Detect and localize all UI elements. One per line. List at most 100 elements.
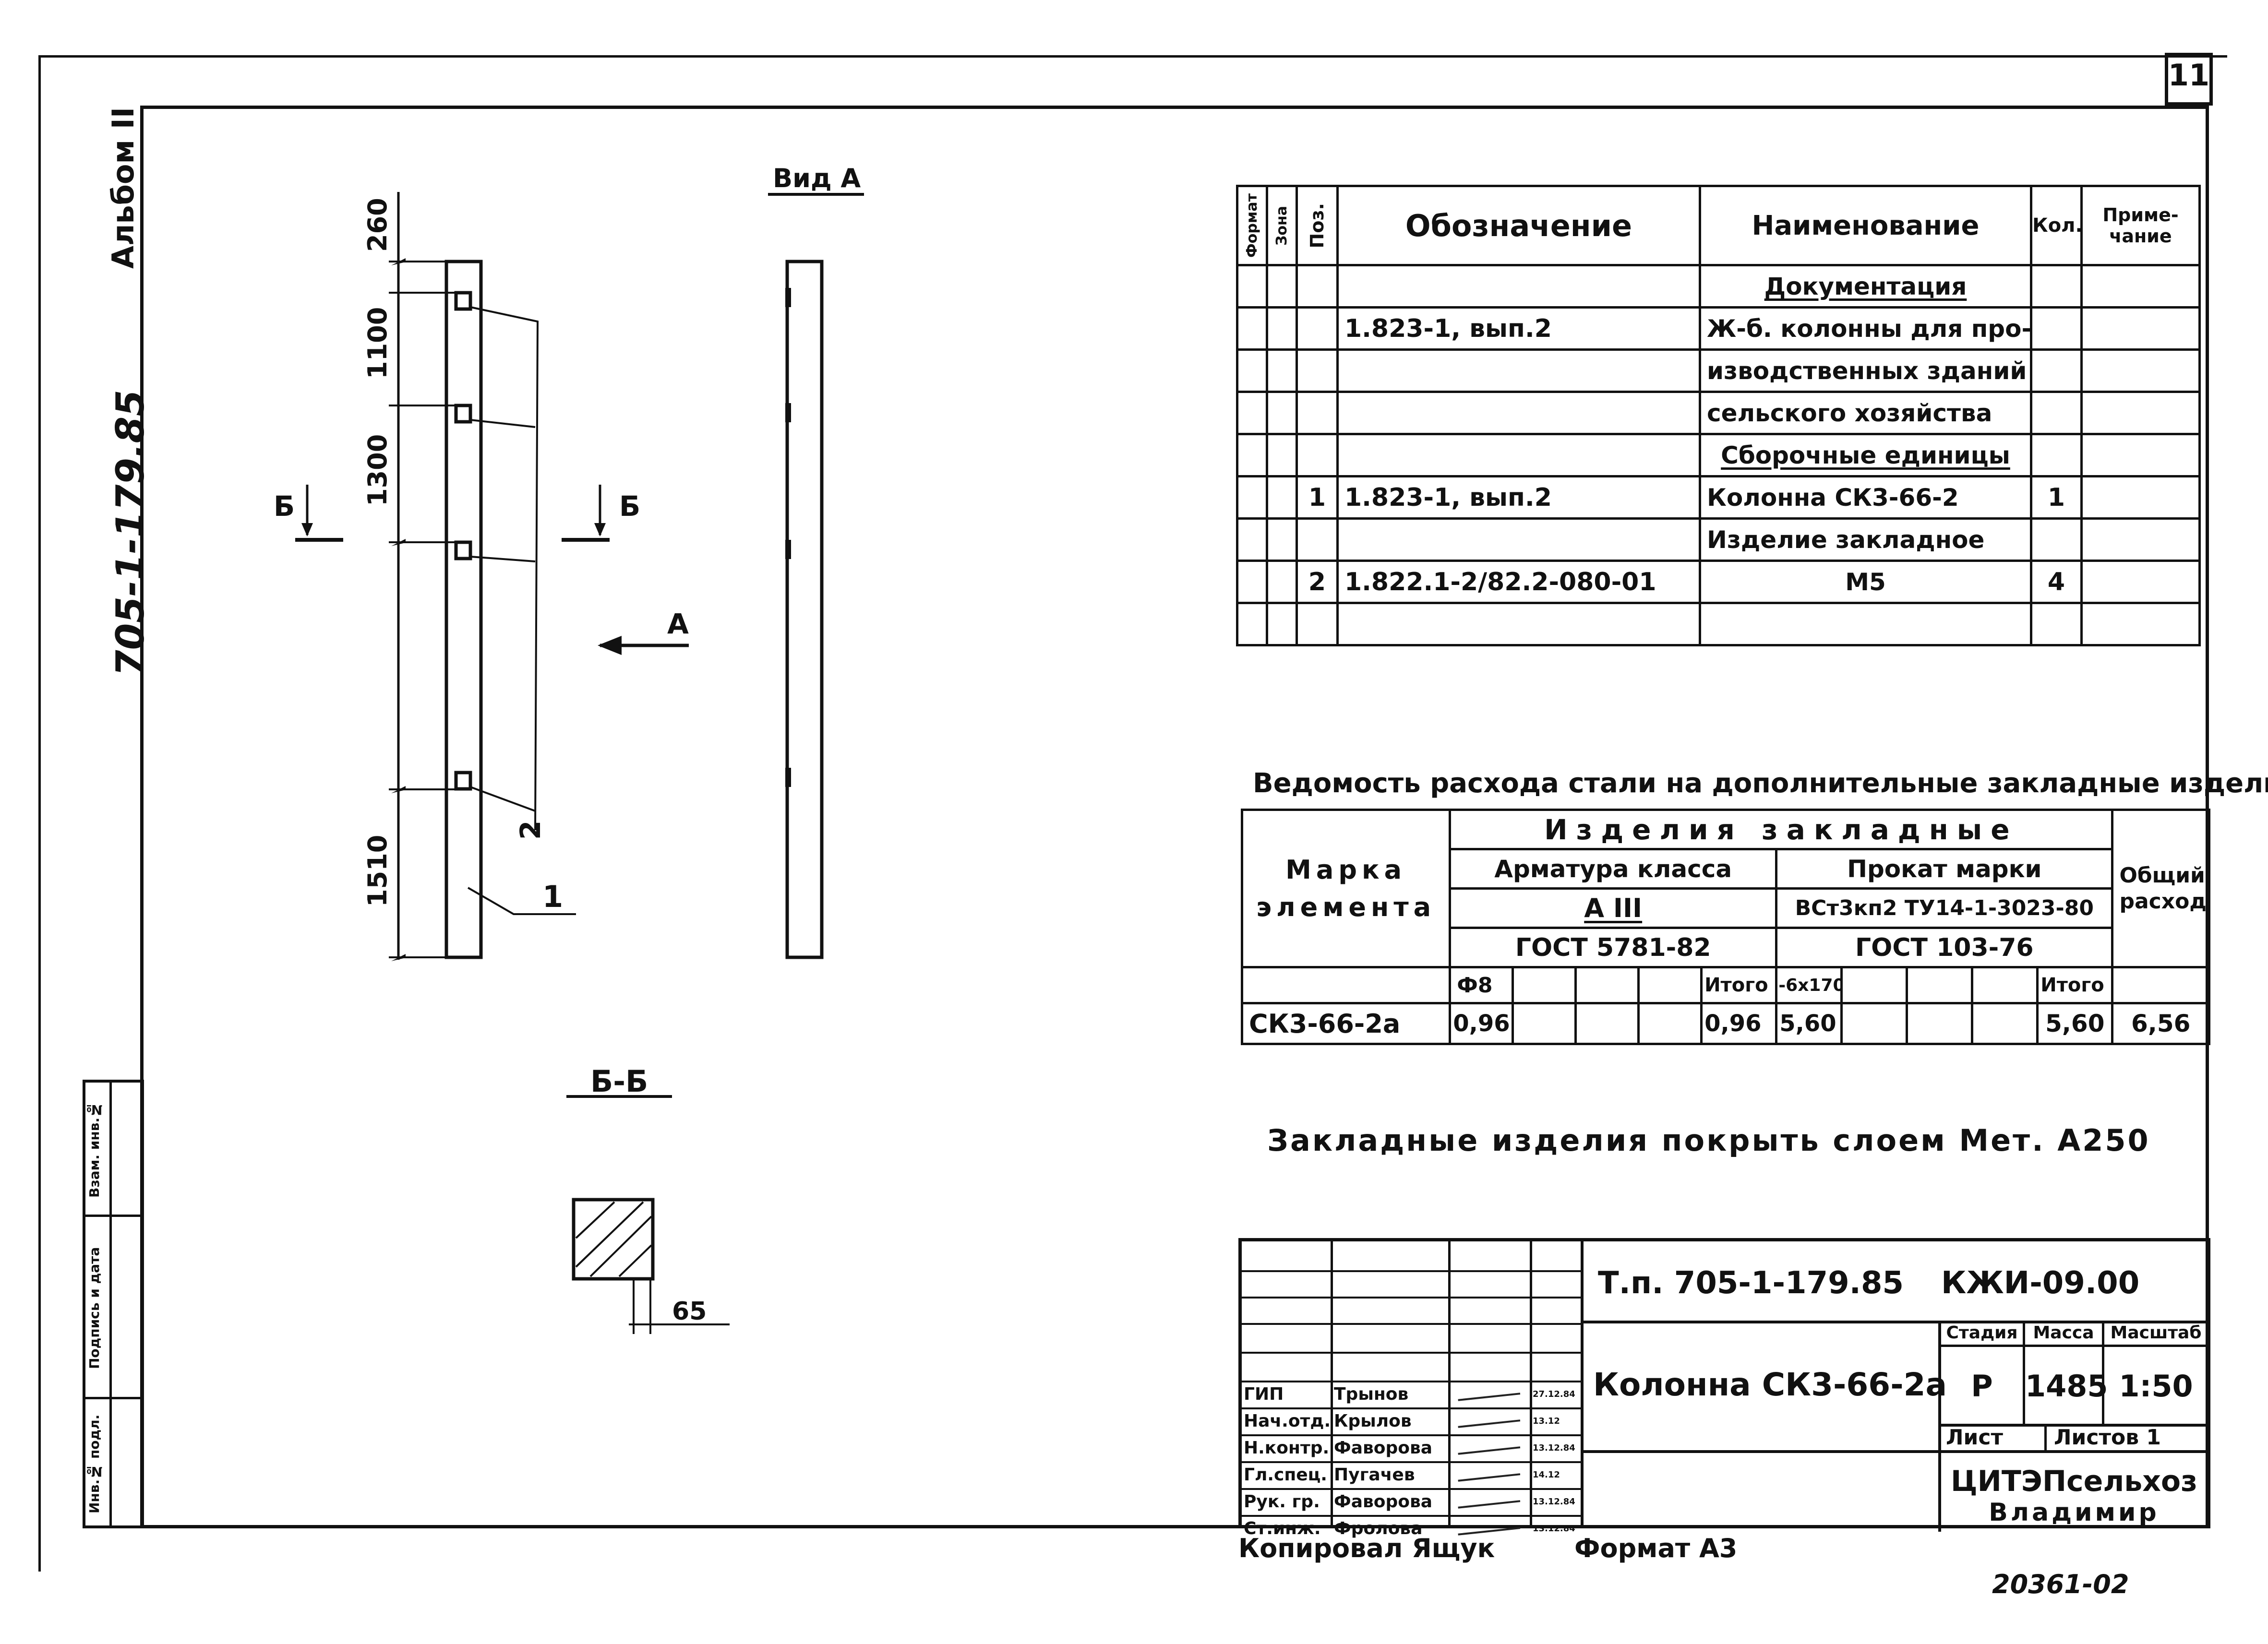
leader-2-line xyxy=(470,306,539,831)
title-col-b xyxy=(2102,1321,2104,1424)
spec-cell-qty xyxy=(2030,602,2083,646)
spec-cell-qty: 4 xyxy=(2030,560,2083,604)
view-a-mark-4 xyxy=(785,768,791,787)
steel-row-subheaders: Ф8 Итого -6х170 Итого xyxy=(1240,966,2210,1004)
spec-cell-note xyxy=(2080,560,2201,604)
sig-role: Гл.спец. xyxy=(1244,1465,1327,1485)
leader-2-branch-a xyxy=(470,419,536,428)
sig-role: Рук. гр. xyxy=(1244,1492,1320,1512)
steel-col-empty-3 xyxy=(1637,966,1703,1004)
title-col-a xyxy=(2023,1321,2025,1424)
column-drawing: 260 1100 1300 1510 Б Б А 1 2 Вид А Б-Б 6… xyxy=(274,163,864,1334)
title-sheet-row-line xyxy=(1941,1450,2207,1453)
steel-col-empty-5 xyxy=(1906,966,1974,1004)
spec-cell-name: Документация xyxy=(1699,264,2032,309)
spec-cell-note xyxy=(2080,433,2201,477)
steel-col-empty-1 xyxy=(1512,966,1577,1004)
steel-val-empty-6 xyxy=(1971,1002,2039,1045)
title-stage-label: Стадия xyxy=(1946,1323,2018,1343)
spec-cell-zone xyxy=(1266,348,1298,393)
sig-name: Фаворова xyxy=(1334,1492,1433,1512)
title-scale: 1:50 xyxy=(2119,1369,2193,1404)
inventory-number: 20361-02 xyxy=(1992,1569,2129,1599)
column-elevation xyxy=(444,260,483,959)
steel-rolled-grade: ВСт3кп2 ТУ14-1-3023-80 xyxy=(1775,887,2114,929)
spec-head-name: Наименование xyxy=(1699,185,2032,266)
title-mass-label: Масса xyxy=(2033,1323,2094,1343)
dim-tick-3 xyxy=(391,786,406,793)
view-a-column xyxy=(785,260,824,959)
sig-date: 13.12.84 xyxy=(1533,1524,1575,1534)
spec-cell-designation: 1.822.1-2/82.2-080-01 xyxy=(1336,560,1701,604)
leader-2-label: 2 xyxy=(514,821,547,840)
spec-cell-note xyxy=(2080,264,2201,309)
signature-scribble xyxy=(1457,1417,1521,1428)
dim-tick-2 xyxy=(391,539,406,546)
cut-mark-right-label: Б xyxy=(619,490,640,523)
spec-head-note: Приме-чание xyxy=(2080,185,2201,266)
sig-role: Н.контр. xyxy=(1244,1438,1330,1458)
embed-plate-1 xyxy=(454,291,472,311)
title-org-line2: Владимир xyxy=(1989,1498,2160,1527)
steel-col-plate: -6х170 xyxy=(1775,966,1843,1004)
steel-val-rebar-total: 0,96 xyxy=(1700,1002,1778,1045)
spec-header-row: Формат Зона Поз. Обозначение Наименовани… xyxy=(1236,185,2201,266)
spec-row: Документация xyxy=(1236,264,2201,309)
spec-cell-qty xyxy=(2030,391,2083,435)
spec-cell-note xyxy=(2080,306,2201,351)
spec-cell-zone xyxy=(1266,391,1298,435)
spec-cell-qty xyxy=(2030,306,2083,351)
sig-date: 13.12.84 xyxy=(1533,1497,1575,1507)
steel-col-empty-2 xyxy=(1574,966,1640,1004)
title-value-row-line xyxy=(1941,1424,2207,1427)
leader-2-branch-b xyxy=(470,556,536,562)
sig-grid-line xyxy=(1242,1323,1581,1325)
title-col-c xyxy=(2044,1424,2047,1450)
coating-note: Закладные изделия покрыть слоем Мет. А25… xyxy=(1267,1123,2150,1158)
spec-cell-designation: 1.823-1, вып.2 xyxy=(1336,475,1701,520)
cut-arrow-right-head xyxy=(594,523,606,536)
steel-col-d8: Ф8 xyxy=(1449,966,1514,1004)
trim-line-top xyxy=(38,55,2227,58)
specification-table: Формат Зона Поз. Обозначение Наименовани… xyxy=(1236,185,2201,646)
spec-row xyxy=(1236,602,2201,646)
trim-line-left xyxy=(38,55,41,1572)
spec-cell-pos xyxy=(1296,517,1339,562)
steel-sub-blank-2 xyxy=(2111,966,2210,1004)
spec-cell-format xyxy=(1236,475,1268,520)
sig-col-2 xyxy=(1448,1241,1451,1525)
section-dim-text: 65 xyxy=(672,1297,707,1326)
spec-cell-designation xyxy=(1336,517,1701,562)
spec-cell-pos: 1 xyxy=(1296,475,1339,520)
title-label-row-line xyxy=(1941,1345,2207,1347)
spec-cell-format xyxy=(1236,517,1268,562)
sheet-number-box xyxy=(2165,53,2213,106)
title-doc-row: Т.п. 705-1-179.85 КЖИ-09.00 xyxy=(1584,1241,2207,1323)
spec-cell-zone xyxy=(1266,560,1298,604)
signature-scribble xyxy=(1457,1497,1521,1509)
sig-col-3 xyxy=(1530,1241,1532,1525)
spec-cell-pos xyxy=(1296,433,1339,477)
steel-col-rolled-total: Итого xyxy=(2036,966,2114,1004)
spec-cell-note xyxy=(2080,391,2201,435)
view-a-mark-3 xyxy=(785,540,791,559)
spec-head-pos: Поз. xyxy=(1296,185,1339,266)
steel-val-empty-3 xyxy=(1637,1002,1703,1045)
leader-1-label: 1 xyxy=(542,879,563,914)
side-stamp: Инв.№ подл. Подпись и дата Взам. инв.№ xyxy=(83,1080,144,1528)
spec-cell-pos xyxy=(1296,348,1339,393)
title-mass: 1485 xyxy=(2025,1369,2108,1404)
spec-cell-pos xyxy=(1296,602,1339,646)
leader-1-line xyxy=(467,887,576,915)
spec-cell-format xyxy=(1236,264,1268,309)
view-a-mark-2 xyxy=(785,403,791,422)
spec-cell-pos xyxy=(1296,391,1339,435)
steel-val-d8: 0,96 xyxy=(1449,1002,1514,1045)
